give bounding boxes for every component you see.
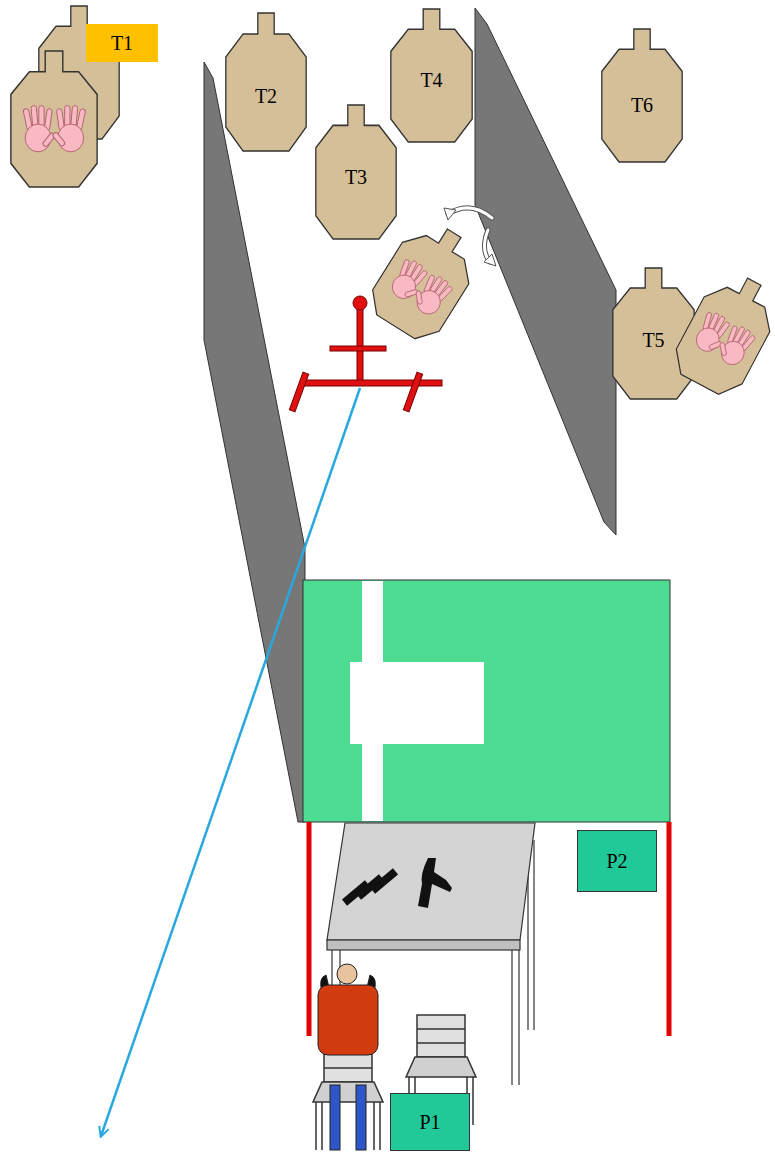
target-stand [289, 296, 442, 412]
pistol [418, 858, 452, 908]
position-box: P1 [390, 1093, 470, 1151]
target-number: T2 [255, 85, 277, 107]
target-number: T3 [345, 166, 367, 188]
target-number: T5 [642, 329, 664, 351]
target-outline [225, 12, 307, 152]
target: T3 [315, 104, 397, 240]
shooter [318, 964, 378, 1150]
shooting-area [303, 580, 670, 822]
target: T4 [390, 8, 473, 143]
wall [204, 62, 305, 822]
fault-line [307, 822, 312, 1036]
target-number: T4 [420, 69, 442, 91]
no-shoot-target [667, 264, 775, 402]
target-number: T6 [631, 94, 653, 116]
magazines [342, 868, 398, 905]
target: T6 [601, 28, 683, 163]
chair [313, 1040, 383, 1150]
no-shoot-target [11, 51, 97, 187]
position-box: P2 [577, 830, 657, 892]
swing-arrow [444, 208, 496, 266]
target: T5 [612, 267, 695, 400]
fault-line [667, 822, 672, 1036]
target-number: P1 [419, 1111, 440, 1133]
target-number: T1 [111, 32, 133, 54]
white-panel [350, 662, 484, 744]
movement-arrow [101, 388, 360, 1136]
wall [475, 8, 616, 535]
target-label: T1 [86, 24, 158, 62]
target: T2 [225, 12, 307, 152]
target-number: P2 [606, 850, 627, 872]
moving-no-shoot-target [363, 212, 488, 347]
